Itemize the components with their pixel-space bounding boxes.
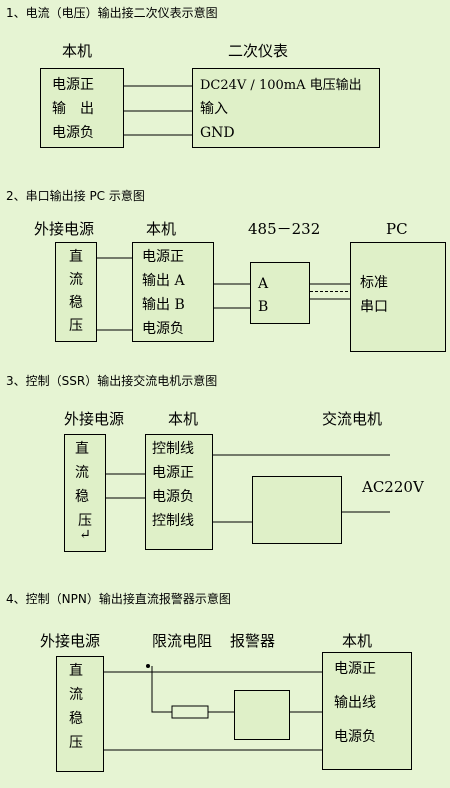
section2-pc-label: PC	[386, 220, 408, 238]
section2-device-box	[132, 242, 214, 342]
section4-ext-power-box	[56, 656, 104, 772]
section4-alarm-label: 报警器	[230, 632, 276, 650]
section2-ext-power-char-4: 压	[69, 318, 83, 334]
section3-title: 3、控制（SSR）输出接交流电机示意图	[6, 374, 218, 388]
section2-pc-box	[350, 242, 446, 352]
section3-ext-power-label: 外接电源	[64, 410, 125, 428]
section2-converter-row-b: B	[258, 299, 269, 315]
section3-ext-power-box	[64, 434, 106, 552]
section2-ext-power-char-2: 流	[69, 272, 83, 288]
section1-device-box	[40, 68, 124, 148]
section2-device-row-1: 电源正	[142, 249, 184, 265]
s4-wire-branch	[151, 666, 172, 713]
section4-alarm-box	[234, 690, 290, 740]
section4-device-label: 本机	[342, 632, 373, 650]
s4-resistor	[171, 705, 209, 719]
section3-device-row-4: 控制线	[152, 513, 194, 529]
section2-device-label: 本机	[146, 220, 177, 238]
section2-ext-power-char-1: 直	[69, 249, 83, 265]
section3-device-box	[145, 434, 213, 550]
section1-meter-row-1: DC24V / 100mA 电压输出	[200, 78, 362, 93]
section4-device-box	[322, 652, 412, 770]
section4-resistor-label: 限流电阻	[152, 632, 213, 650]
section1-meter-row-3: GND	[200, 125, 235, 141]
section4-ext-power-char-3: 稳	[69, 711, 83, 727]
section2-pc-row-1: 标准	[360, 275, 388, 291]
section2-ext-power-box	[55, 242, 97, 342]
section4-ext-power-char-1: 直	[69, 663, 83, 679]
section3-device-row-2: 电源正	[152, 465, 194, 481]
section3-ext-power-char-1: 直	[75, 441, 89, 457]
section4-device-row-2: 输出线	[334, 695, 376, 711]
section1-meter-box	[192, 68, 380, 148]
section3-device-label: 本机	[168, 410, 199, 428]
section4-device-row-3: 电源负	[334, 729, 376, 745]
section1-meter-row-2: 输入	[200, 101, 228, 117]
section2-device-row-2: 输出 A	[142, 273, 185, 289]
section1-title: 1、电流（电压）输出接二次仪表示意图	[6, 6, 218, 20]
section4-title: 4、控制（NPN）输出接直流报警器示意图	[6, 592, 231, 606]
s4-junction-dot	[146, 664, 150, 668]
section3-device-row-1: 控制线	[152, 441, 194, 457]
section4-ext-power-char-2: 流	[69, 687, 83, 703]
section2-pc-row-2: 串口	[360, 299, 388, 315]
section2-device-row-4: 电源负	[142, 321, 184, 337]
section4-ext-power-label: 外接电源	[40, 632, 101, 650]
section3-device-row-3: 电源负	[152, 489, 194, 505]
section2-ext-power-char-3: 稳	[69, 295, 83, 311]
section2-converter-label: 485－232	[248, 220, 321, 238]
section3-ac-label: AC220V	[362, 478, 424, 496]
section3-ext-power-char-4: 压↵	[78, 513, 92, 543]
section3-motor-label: 交流电机	[322, 410, 383, 428]
section2-ext-power-label: 外接电源	[34, 220, 95, 238]
section2-title: 2、串口输出接 PC 示意图	[6, 189, 145, 203]
section2-device-row-3: 输出 B	[142, 297, 185, 313]
section1-meter-label: 二次仪表	[228, 42, 289, 60]
section3-motor-box	[252, 476, 342, 544]
section1-device-row-1: 电源正	[52, 77, 94, 93]
section3-ext-power-char-2: 流	[75, 465, 89, 481]
section3-ext-power-char-3: 稳	[75, 489, 89, 505]
section4-device-row-1: 电源正	[334, 661, 376, 677]
section1-device-label: 本机	[62, 42, 93, 60]
section4-ext-power-char-4: 压	[69, 735, 83, 751]
section2-converter-box	[250, 262, 310, 324]
section1-device-row-3: 电源负	[52, 125, 94, 141]
section1-device-row-2: 输 出	[52, 101, 94, 117]
section2-converter-row-a: A	[258, 276, 269, 292]
